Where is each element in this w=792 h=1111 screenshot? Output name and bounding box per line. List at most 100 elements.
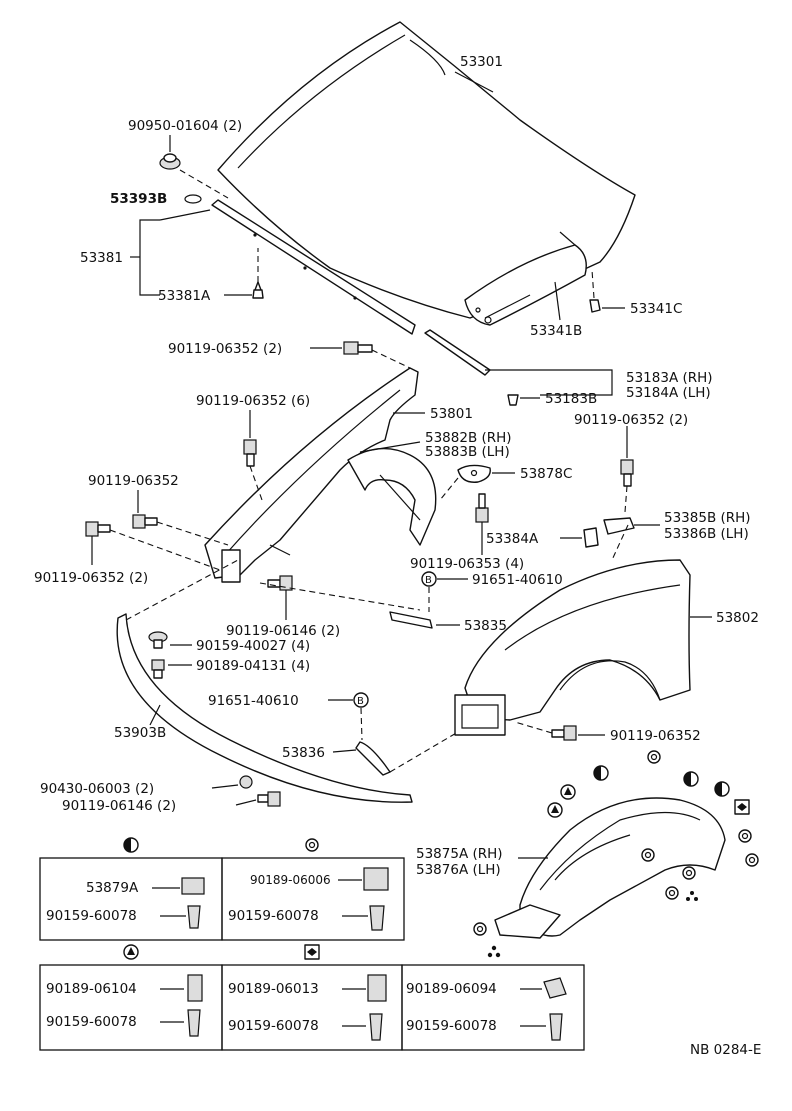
box1-item2: 90159-60078: [46, 908, 137, 924]
hood-seal-strip: [211, 199, 416, 335]
label-bracket-rh: 53882B (RH): [425, 430, 512, 446]
label-bolt-front: 90119-06352: [610, 728, 701, 744]
fender: [454, 559, 691, 736]
ring-glyph: [308, 841, 316, 849]
ring-icon: [305, 838, 319, 852]
label-bolt-2-top: 90119-06352 (2): [168, 341, 282, 357]
label-liner-rh: 53875A (RH): [416, 846, 503, 862]
leader-nut-003: [211, 784, 239, 789]
triangle-glyph: [564, 787, 572, 795]
bolt-icon: [132, 514, 158, 529]
label-liner-lh: 53876A (LH): [416, 862, 501, 878]
liner-markers: [473, 750, 759, 936]
clip-027-icon: [148, 631, 168, 649]
ring-icon: [738, 829, 752, 843]
ring-icon: [745, 853, 759, 867]
label-clip-c: 53341C: [630, 301, 682, 317]
ring-icon: [665, 886, 679, 900]
bracket-hood-seal: [139, 219, 160, 296]
ring-glyph: [650, 753, 658, 761]
screw-icon: [369, 905, 385, 931]
legend-box-ring: [221, 857, 405, 941]
spoiler: [116, 613, 413, 803]
dash-nut-b: [360, 707, 363, 741]
brace-836-icon: [355, 741, 391, 776]
box1-item1: 53879A: [86, 880, 139, 896]
ring-icon: [647, 750, 661, 764]
dash-fender: [611, 524, 629, 561]
ring-glyph: [476, 925, 484, 933]
bolt-icon: [343, 341, 373, 355]
screw-icon: [549, 1013, 563, 1041]
seal-b-icon: [184, 194, 202, 204]
label-bolt-146: 90119-06146 (2): [226, 623, 340, 639]
seal-dot: [303, 266, 307, 270]
box4-item2: 90159-60078: [228, 1018, 319, 1034]
bracket-seal: [485, 369, 613, 396]
clip-a-icon: [252, 281, 264, 299]
half-circle-glyph: [684, 772, 691, 786]
half-circle-glyph: [715, 782, 722, 796]
box3-item2: 90159-60078: [46, 1014, 137, 1030]
bolt-icon: [85, 521, 111, 537]
seal-dot: [353, 296, 357, 300]
dash-hood-bolt: [179, 169, 229, 199]
dash-bolt-single: [156, 521, 229, 546]
label-nut-b: 91651-40610: [208, 693, 299, 709]
leader-brace-836: [332, 749, 357, 753]
hood-bumper-icon: [159, 153, 181, 170]
ring-glyph: [668, 889, 676, 897]
box5-item2: 90159-60078: [406, 1018, 497, 1034]
clip-131-icon: [151, 659, 165, 679]
screw-icon: [369, 1013, 383, 1041]
label-insulator: 53341B: [530, 323, 582, 339]
ring-glyph: [685, 869, 693, 877]
leader-insulator: [554, 281, 561, 321]
clip-84a-icon: [583, 527, 599, 548]
bolt-icon: [620, 459, 634, 487]
half-circle-glyph: [124, 838, 131, 852]
label-bolt-53: 90119-06353 (4): [410, 556, 524, 572]
label-plate: 53878C: [520, 466, 572, 482]
label-nut-003: 90430-06003 (2): [40, 781, 154, 797]
hood: [217, 21, 636, 326]
label-hood-seal: 53381: [80, 250, 123, 266]
label-bracket-85b: 53385B (RH): [664, 510, 751, 526]
dash-plate: [439, 477, 459, 501]
box3-item1: 90189-06104: [46, 981, 137, 997]
leader-spoiler: [149, 704, 161, 726]
label-bracket-86b: 53386B (LH): [664, 526, 749, 542]
seal-strip-right: [424, 329, 491, 376]
marker-b-letter: B: [425, 575, 432, 586]
diamond-glyph: [307, 948, 317, 956]
label-hood: 53301: [460, 54, 503, 70]
seal-clip-icon: [507, 394, 519, 406]
three-dots-icon: [487, 945, 501, 958]
bolt-icon: [243, 439, 257, 467]
legend-box-three-dots: [401, 964, 585, 1051]
diamond-glyph: [737, 803, 747, 811]
label-clip-a: 53381A: [158, 288, 211, 304]
box4-item1: 90189-06013: [228, 981, 319, 997]
dash-clip-c: [591, 269, 595, 299]
leader-bolt-146b: [235, 799, 257, 806]
clip-icon: [181, 877, 205, 895]
screw-icon: [187, 905, 201, 929]
label-bracket-lh: 53883B (LH): [425, 444, 510, 460]
label-seal-lh: 53184A (LH): [626, 385, 711, 401]
label-fender: 53802: [716, 610, 759, 626]
marker-b-icon: B: [353, 692, 369, 708]
bolt-icon: [267, 575, 293, 591]
ring-glyph: [748, 856, 756, 864]
dash-bolt-top: [371, 349, 411, 369]
ring-glyph: [741, 832, 749, 840]
box5-item1: 90189-06094: [406, 981, 497, 997]
clip-icon: [543, 977, 567, 999]
bolt-icon: [551, 725, 577, 741]
label-bolt-146b: 90119-06146 (2): [62, 798, 176, 814]
label-bolt-single: 90119-06352: [88, 473, 179, 489]
label-clip-84a: 53384A: [486, 531, 539, 547]
label-seal-clip: 53183B: [545, 391, 597, 407]
